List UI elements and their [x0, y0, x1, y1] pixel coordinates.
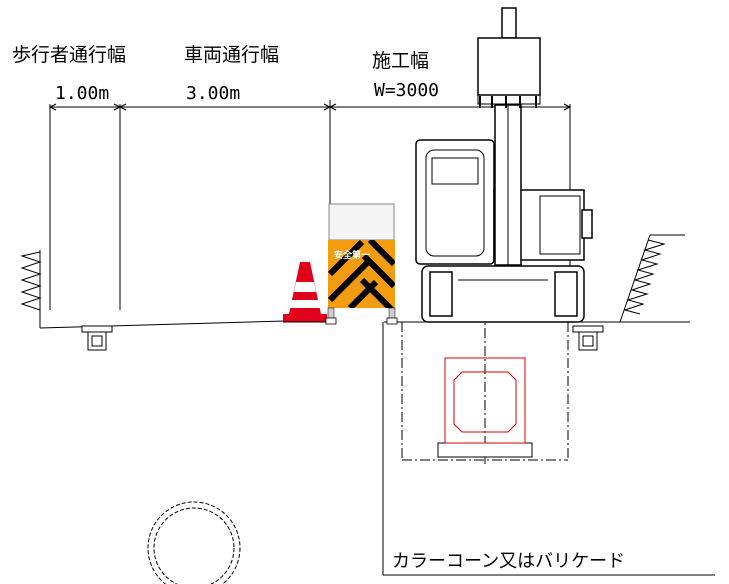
callout-note: カラーコーン又はバリケード	[392, 551, 626, 572]
foundation-block-right	[572, 325, 604, 351]
arrow-construction-right	[563, 103, 572, 111]
construction-width-label: 施工幅	[372, 50, 430, 72]
barricade-icon	[325, 203, 398, 325]
left-slope-hatch	[20, 250, 42, 328]
vehicle-dimension: 3.00m	[186, 83, 241, 104]
vehicle-width-label: 車両通行幅	[184, 44, 280, 66]
arrow-construction-left	[328, 103, 337, 111]
barricade-sign-text: 安全第一	[334, 249, 370, 261]
excavator-icon	[415, 7, 593, 323]
ground-surface	[39, 319, 715, 576]
arrow-vehicle-left	[118, 103, 127, 111]
right-slope-hatch	[619, 234, 685, 323]
buried-pipe	[147, 501, 241, 584]
arrow-left	[48, 103, 57, 111]
box-culvert	[437, 357, 533, 458]
pedestrian-dimension: 1.00m	[55, 83, 110, 104]
foundation-block-left	[81, 325, 113, 351]
construction-dimension: W=3000	[374, 80, 440, 101]
pedestrian-width-label: 歩行者通行幅	[12, 44, 127, 66]
excavation-trench	[401, 310, 569, 465]
traffic-cone-icon	[283, 262, 327, 323]
